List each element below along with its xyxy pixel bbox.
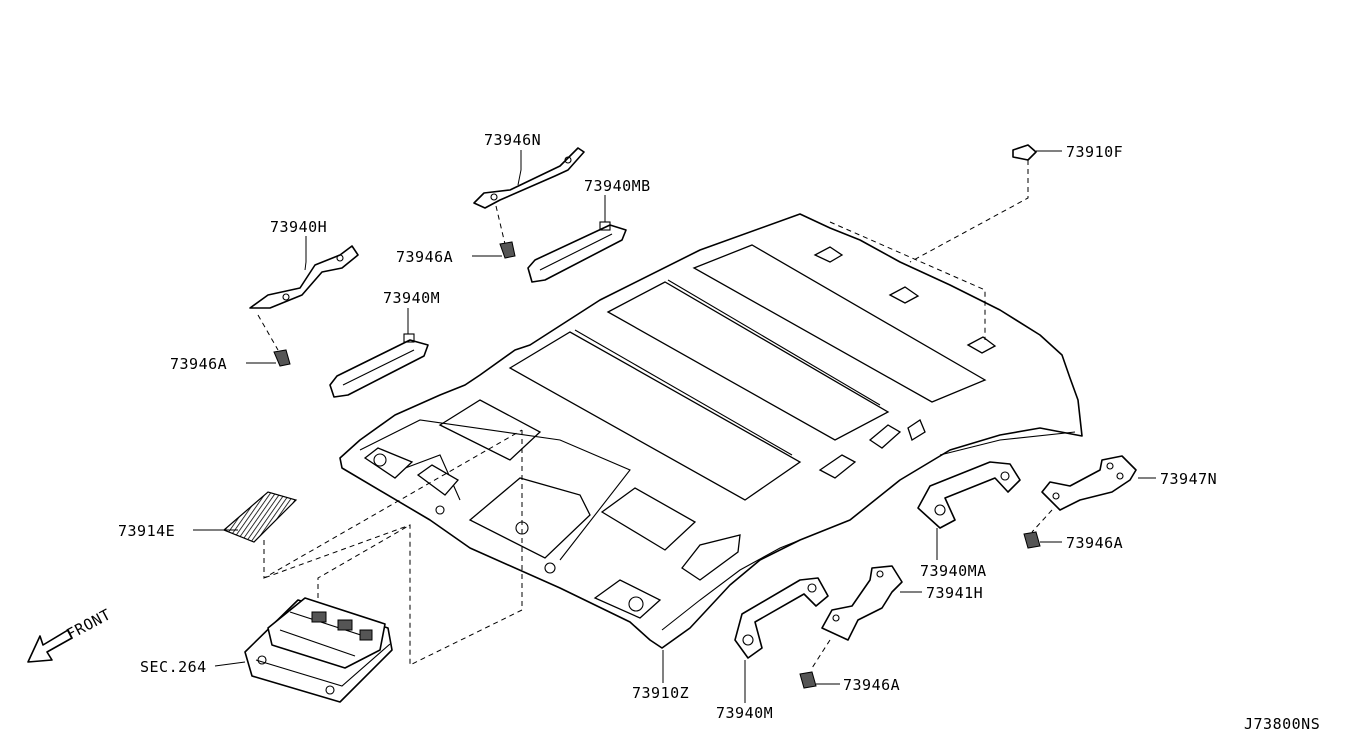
- grip-front-left-icon: [329, 333, 429, 398]
- clip-rear-right-icon: [1023, 531, 1041, 549]
- clip-front-right-icon: [799, 671, 817, 689]
- bracket-rear-right-icon: [1041, 455, 1137, 511]
- grip-rear-right-icon: [917, 461, 1021, 529]
- lamp-bracket-pad-icon: [222, 491, 298, 543]
- clip-front-left-icon: [273, 349, 291, 367]
- bracket-front-right-icon: [821, 565, 903, 641]
- bracket-front-left-icon: [249, 245, 359, 309]
- callout-clip-rear-left: 73946A: [396, 248, 453, 266]
- map-lamp-assembly-icon: [244, 597, 393, 703]
- callout-bracket-front-left: 73940H: [270, 218, 327, 236]
- callout-grip-rear-right: 73940MA: [920, 562, 987, 580]
- bracket-rear-left-icon: [473, 147, 585, 209]
- front-direction-arrow-icon: [27, 629, 73, 663]
- roof-trim-headliner: [339, 213, 1083, 649]
- callout-bracket-rear-left: 73946N: [484, 131, 541, 149]
- callout-grip-front-left: 73940M: [383, 289, 440, 307]
- roof-clip-icon: [1012, 144, 1037, 161]
- callout-map-lamp-ref: SEC.264: [140, 658, 207, 676]
- callout-clip-rear-right: 73946A: [1066, 534, 1123, 552]
- callout-grip-front-right: 73940M: [716, 704, 773, 722]
- callout-grip-rear-left: 73940MB: [584, 177, 651, 195]
- front-direction-label: FRONT: [63, 605, 114, 643]
- callout-clip-front-left: 73946A: [170, 355, 227, 373]
- callout-clip-front-right: 73946A: [843, 676, 900, 694]
- callout-bracket-front-right: 73941H: [926, 584, 983, 602]
- callout-roof-trim: 73910Z: [632, 684, 689, 702]
- diagram-id: J73800NS: [1244, 715, 1320, 733]
- callout-lamp-bracket: 73914E: [118, 522, 175, 540]
- callout-labels: 73910F 73946N 73940MB 73946A 73940H 7394…: [63, 131, 1320, 733]
- grip-rear-left-icon: [527, 221, 627, 283]
- leader-lines: [193, 150, 1156, 703]
- clip-rear-left-icon: [499, 241, 516, 259]
- grip-front-right-icon: [734, 577, 829, 659]
- callout-roof-clip: 73910F: [1066, 143, 1123, 161]
- callout-bracket-rear-right: 73947N: [1160, 470, 1217, 488]
